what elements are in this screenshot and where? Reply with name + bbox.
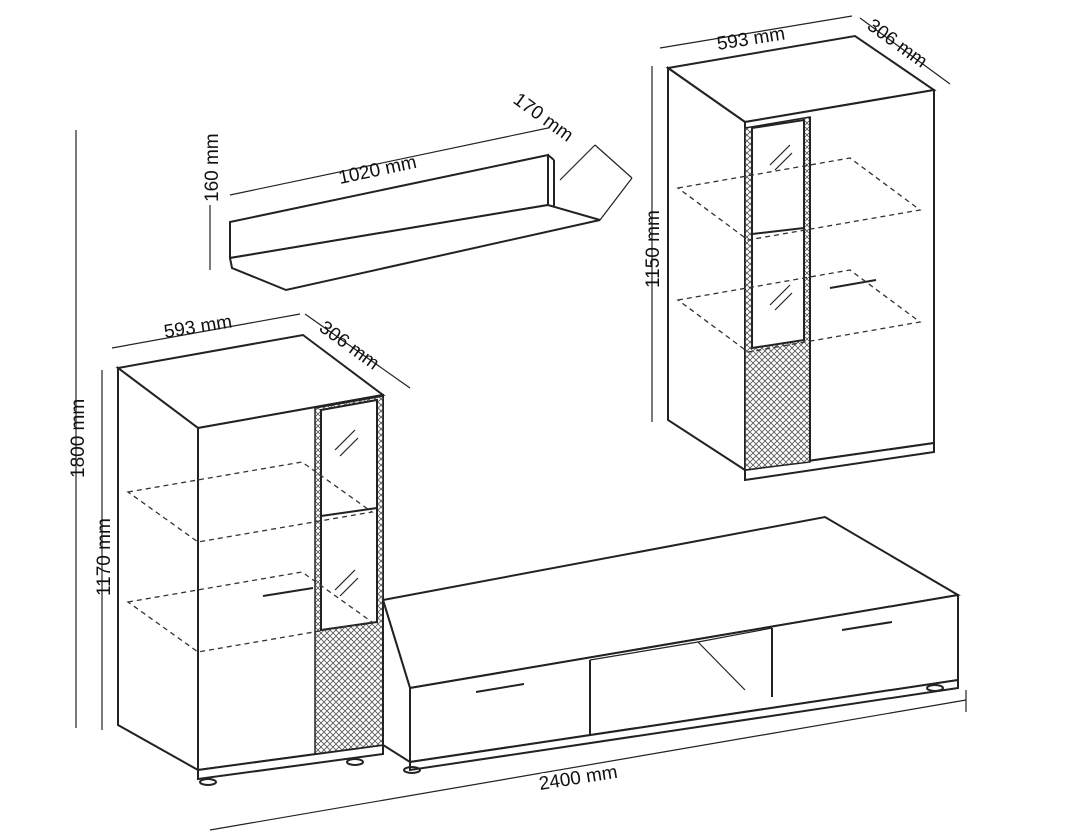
tv-unit xyxy=(209,515,967,831)
wall-cabinet xyxy=(651,15,951,482)
dim-tall-cabinet-width: 593 mm xyxy=(162,311,233,342)
wall-shelf xyxy=(209,127,633,292)
dim-shelf-width: 1020 mm xyxy=(337,152,419,189)
dim-total-width: 2400 mm xyxy=(537,762,619,795)
dim-shelf-height: 160 mm xyxy=(202,133,223,202)
dim-wall-cabinet-height: 1150 mm xyxy=(643,210,664,288)
dim-tall-cabinet-height: 1170 mm xyxy=(94,518,115,596)
dim-total-height: 1800 mm xyxy=(68,399,89,478)
dim-shelf-depth: 170 mm xyxy=(509,89,577,146)
